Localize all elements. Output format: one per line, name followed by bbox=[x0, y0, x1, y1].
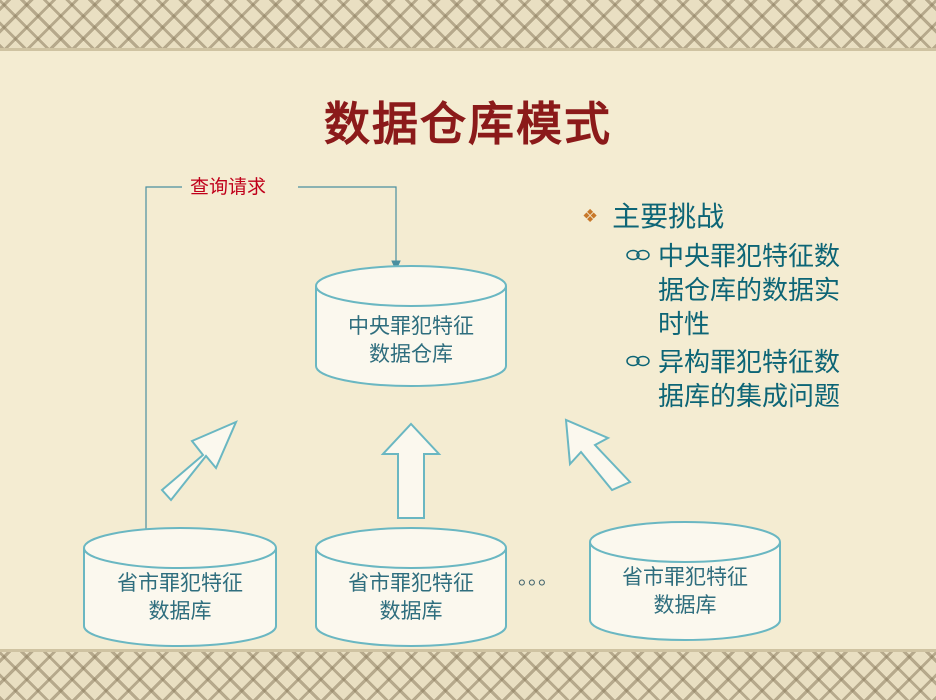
provincial-db-label-1: 省市罪犯特征 数据库 bbox=[84, 569, 276, 625]
provincial-db-label-1-line2: 数据库 bbox=[148, 599, 212, 623]
provincial-db-label-1-line1: 省市罪犯特征 bbox=[117, 571, 243, 595]
challenges-heading-text: 主要挑战 bbox=[612, 200, 725, 233]
up-arrow-right bbox=[564, 418, 632, 492]
challenge-item-1-line1: 中央罪犯特征数 bbox=[658, 242, 841, 272]
provincial-db-cylinder-1 bbox=[83, 527, 277, 647]
provincial-db-cylinder-3 bbox=[589, 521, 781, 641]
challenge-item-2-line2: 据库的集成问题 bbox=[658, 382, 841, 412]
provincial-db-label-2-line2: 数据库 bbox=[379, 599, 443, 623]
challenge-item-1: 中央罪犯特征数 据仓库的数据实 时性 bbox=[582, 240, 902, 342]
up-arrow-center bbox=[380, 422, 442, 519]
ellipsis: 。。。 bbox=[518, 565, 558, 589]
link-bullet-icon bbox=[626, 240, 652, 274]
provincial-db-label-2-line1: 省市罪犯特征 bbox=[348, 571, 474, 595]
top-decorative-border bbox=[0, 0, 936, 51]
challenge-item-2: 异构罪犯特征数 据库的集成问题 bbox=[582, 346, 902, 414]
provincial-db-label-3-line2: 数据库 bbox=[653, 593, 717, 617]
slide-title: 数据仓库模式 bbox=[324, 97, 612, 151]
query-path-line bbox=[141, 186, 182, 540]
provincial-db-label-3: 省市罪犯特征 数据库 bbox=[590, 563, 780, 619]
central-warehouse-label-line2: 数据仓库 bbox=[369, 342, 453, 366]
central-warehouse-label: 中央罪犯特征 数据仓库 bbox=[316, 312, 506, 368]
query-request-label: 查询请求 bbox=[190, 176, 267, 198]
provincial-db-label-2: 省市罪犯特征 数据库 bbox=[316, 569, 506, 625]
central-warehouse-label-line1: 中央罪犯特征 bbox=[348, 314, 474, 338]
challenge-item-2-line1: 异构罪犯特征数 bbox=[658, 348, 841, 378]
query-path-line-right bbox=[298, 186, 401, 272]
diamond-bullet-icon: ❖ bbox=[582, 206, 599, 227]
link-bullet-icon bbox=[626, 346, 652, 380]
challenge-item-1-line2: 据仓库的数据实 bbox=[658, 276, 841, 306]
up-arrow-left bbox=[160, 420, 238, 502]
central-warehouse-cylinder bbox=[315, 265, 507, 387]
bottom-decorative-border bbox=[0, 649, 936, 700]
challenge-item-1-line3: 时性 bbox=[658, 310, 711, 340]
provincial-db-label-3-line1: 省市罪犯特征 bbox=[622, 565, 748, 589]
provincial-db-cylinder-2 bbox=[315, 527, 507, 647]
challenges-heading: ❖ 主要挑战 bbox=[582, 198, 902, 236]
challenges-panel: ❖ 主要挑战 中央罪犯特征数 据仓库的数据实 时性 异构罪犯特征数 据库的集成问… bbox=[582, 198, 902, 414]
